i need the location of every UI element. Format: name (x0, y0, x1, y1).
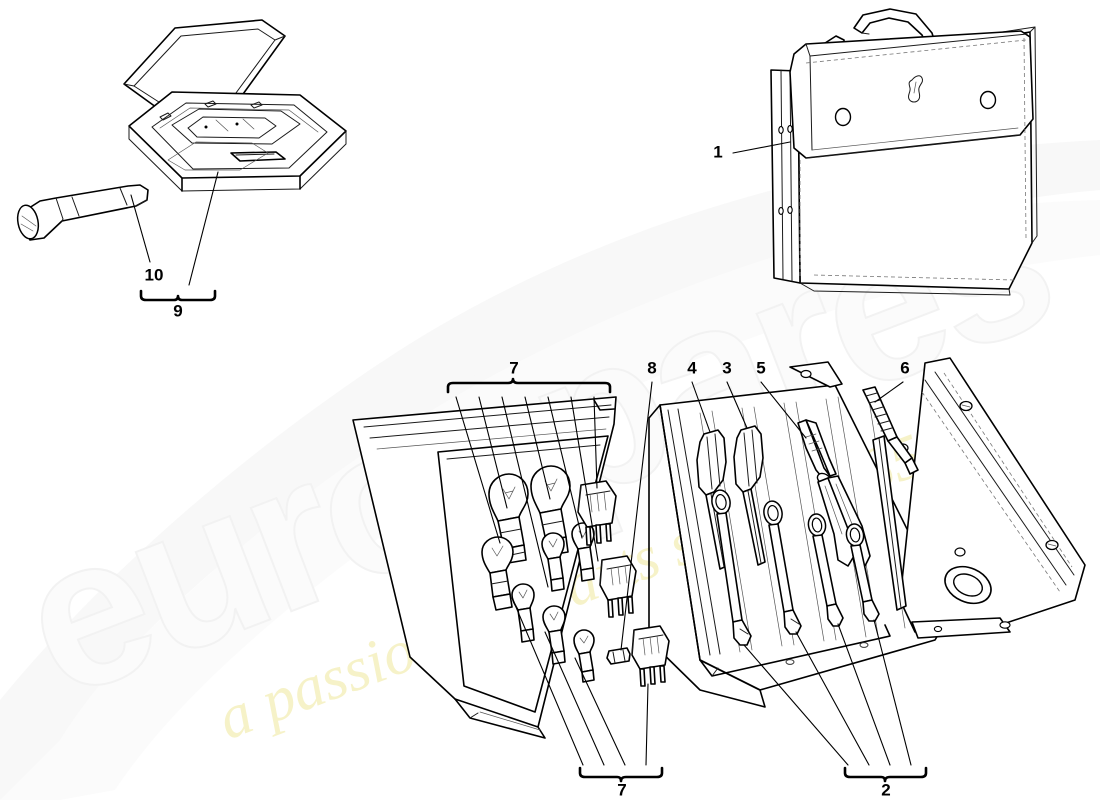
spark-plug-tool-drawing (862, 386, 919, 611)
callout-10[interactable]: 10 (130, 194, 164, 284)
callout-7-upper-number: 7 (509, 358, 518, 377)
callout-7-lower[interactable]: 7 (512, 599, 664, 799)
torch-case-drawing (123, 19, 347, 192)
callout-9-number: 9 (173, 301, 182, 320)
callout-7-upper[interactable]: 7 (446, 358, 612, 588)
callout-5[interactable]: 5 (756, 358, 807, 439)
torch-drawing (16, 184, 149, 241)
callout-1-number: 1 (713, 142, 722, 161)
horse-emblem (907, 75, 924, 103)
callout-3-number: 3 (722, 358, 731, 377)
screwdriver-phillips-drawing (696, 429, 728, 570)
bulb-set-drawing (481, 465, 670, 687)
callout-6[interactable]: 6 (874, 358, 910, 403)
callout-3[interactable]: 3 (722, 358, 748, 429)
tool-bag-drawing (770, 8, 1038, 296)
fuse-drawing (606, 647, 631, 665)
callout-5-number: 5 (756, 358, 765, 377)
callout-2-number: 2 (881, 780, 890, 799)
callout-1[interactable]: 1 (713, 141, 791, 161)
callout-7-lower-number: 7 (617, 780, 626, 799)
wrench-set-drawing (711, 489, 880, 646)
callout-2[interactable]: 2 (743, 619, 928, 799)
callout-8-number: 8 (647, 358, 656, 377)
callout-6-number: 6 (900, 358, 909, 377)
callout-4-number: 4 (687, 358, 697, 377)
callout-8[interactable]: 8 (620, 358, 657, 651)
callout-9[interactable]: 9 (139, 171, 219, 320)
callout-10-number: 10 (145, 265, 164, 284)
screwdriver-flat-drawing (733, 425, 766, 566)
callout-4[interactable]: 4 (687, 358, 711, 433)
tool-case-drawing (352, 357, 1086, 739)
